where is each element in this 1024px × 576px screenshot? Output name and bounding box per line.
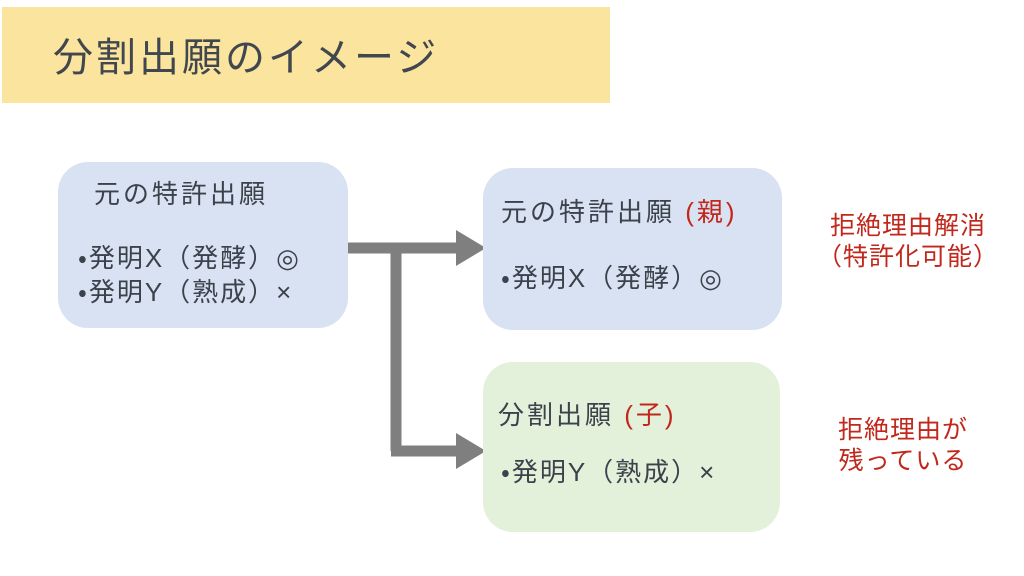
page-title: 分割出願のイメージ — [53, 35, 440, 80]
box-parent-title: 元の特許出願 (親) — [501, 192, 738, 229]
arrow-bottom-head-icon — [456, 433, 486, 469]
box-divisional-application: 分割出願 (子) ・発明Y（熟成）× — [483, 362, 780, 532]
box-original-item-invention-x: ・発明X（発酵）◎ — [78, 243, 301, 273]
box-parent-application: 元の特許出願 (親) ・発明X（発酵）◎ — [483, 168, 782, 330]
annotation-parent-line-2: （特許化可能） — [816, 243, 999, 271]
box-parent-title-text: 元の特許出願 — [501, 197, 676, 227]
annotation-parent-note: 拒絶理由解消 （特許化可能） — [808, 211, 1008, 273]
annotation-parent-line-1: 拒絶理由解消 — [829, 212, 986, 240]
box-parent-tag: (親) — [685, 197, 738, 227]
box-child-tag: (子) — [624, 400, 677, 430]
box-child-item-invention-y: ・発明Y（熟成）× — [501, 457, 717, 487]
box-original-title: 元の特許出願 — [94, 179, 269, 209]
annotation-child-line-1: 拒絶理由が — [837, 416, 968, 444]
box-child-title-text: 分割出願 — [498, 400, 615, 430]
box-original-application: 元の特許出願 ・発明X（発酵）◎ ・発明Y（熟成）× — [58, 162, 348, 328]
box-original-item-invention-y: ・発明Y（熟成）× — [78, 277, 294, 307]
title-banner: 分割出願のイメージ — [2, 7, 610, 103]
annotation-child-line-2: 残っている — [838, 447, 968, 475]
arrow-top-head-icon — [456, 230, 486, 266]
annotation-child-note: 拒絶理由が 残っている — [808, 415, 998, 477]
box-parent-item-invention-x: ・発明X（発酵）◎ — [501, 263, 724, 293]
box-child-title: 分割出願 (子) — [498, 395, 677, 432]
